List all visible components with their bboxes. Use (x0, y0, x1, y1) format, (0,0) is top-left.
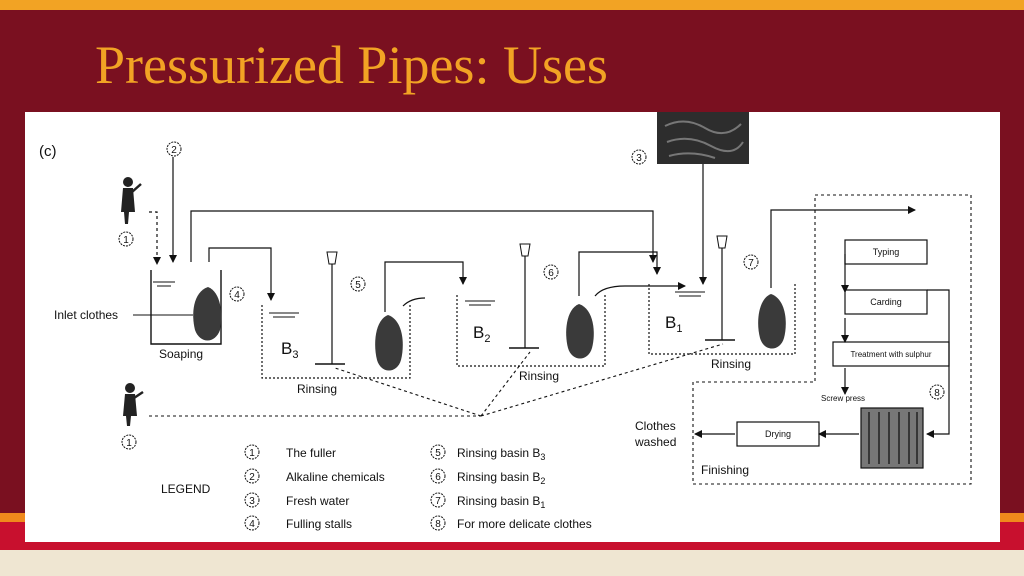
basin-b3-label: B3 (281, 339, 298, 361)
svg-text:Alkaline chemicals: Alkaline chemicals (286, 470, 385, 484)
legend-title: LEGEND (161, 482, 211, 496)
finishing-enclosure (692, 194, 972, 485)
marker-1-bottom: 1 (121, 434, 137, 450)
clothes-washed-label-line2: washed (634, 435, 676, 449)
typing-label: Typing (873, 247, 900, 257)
svg-text:Fulling stalls: Fulling stalls (286, 517, 352, 531)
svg-text:2: 2 (249, 472, 255, 483)
marker-8: 8 (929, 384, 945, 400)
screw-press-label: Screw press (821, 394, 865, 403)
legend-item-3: 3 Fresh water (244, 492, 349, 508)
svg-text:Rinsing basin B2: Rinsing basin B2 (457, 470, 545, 486)
typing-box (844, 239, 928, 265)
svg-text:5: 5 (355, 280, 361, 291)
svg-text:3: 3 (636, 153, 642, 164)
marker-5: 5 (350, 276, 366, 292)
svg-text:For more delicate clothes: For more delicate clothes (457, 517, 592, 531)
marker-2: 2 (166, 141, 182, 157)
sulphur-label: Treatment with sulphur (850, 350, 931, 359)
svg-text:1: 1 (123, 235, 129, 246)
svg-text:4: 4 (234, 290, 240, 301)
legend-item-5: 5 Rinsing basin B3 (430, 444, 545, 462)
svg-text:4: 4 (249, 519, 255, 530)
marker-4: 4 (229, 286, 245, 302)
svg-text:1: 1 (249, 448, 255, 459)
svg-text:5: 5 (435, 448, 441, 459)
marker-7: 7 (743, 254, 759, 270)
flow-lines (149, 157, 950, 438)
legend-item-1: 1 The fuller (244, 444, 336, 460)
screw-press-texture (868, 412, 918, 464)
svg-text:2: 2 (171, 145, 177, 156)
svg-text:6: 6 (548, 268, 554, 279)
svg-text:1: 1 (126, 438, 132, 449)
panel-label: (c) (39, 143, 57, 160)
marker-6: 6 (543, 264, 559, 280)
rinsing-tank-b1 (648, 235, 796, 355)
legend-item-7: 7 Rinsing basin B1 (430, 492, 545, 510)
bottom-band (0, 550, 1024, 576)
fulling-process-diagram: (c) (39, 112, 972, 531)
soaping-tank (150, 270, 222, 345)
legend-item-8: 8 For more delicate clothes (430, 515, 592, 531)
svg-text:7: 7 (435, 496, 441, 507)
finishing-label: Finishing (701, 463, 749, 477)
carding-box (844, 289, 928, 315)
svg-text:3: 3 (249, 496, 255, 507)
fuller-connector-lines (149, 343, 724, 417)
svg-text:6: 6 (435, 472, 441, 483)
svg-text:Rinsing basin B3: Rinsing basin B3 (457, 446, 545, 462)
rinsing-label-b3: Rinsing (297, 382, 337, 396)
fuller-figure-top (121, 177, 142, 224)
basin-b1-label: B1 (665, 313, 682, 335)
clothes-washed-label-line1: Clothes (635, 419, 676, 433)
svg-text:8: 8 (934, 388, 940, 399)
drying-box (736, 421, 820, 447)
carding-label: Carding (870, 297, 902, 307)
fuller-figure-bottom (123, 383, 144, 426)
sulphur-box (832, 341, 950, 367)
svg-text:8: 8 (435, 519, 441, 530)
rinsing-label-b1: Rinsing (711, 357, 751, 371)
legend-item-4: 4 Fulling stalls (244, 515, 352, 531)
svg-text:Fresh water: Fresh water (286, 494, 349, 508)
soaping-label: Soaping (159, 347, 203, 361)
rinsing-tank-b2 (456, 243, 606, 367)
slide-title: Pressurized Pipes: Uses (95, 35, 608, 95)
marker-3: 3 (631, 149, 647, 165)
rinsing-tank-b3 (261, 251, 411, 379)
svg-text:The fuller: The fuller (286, 446, 336, 460)
fresh-water-texture (664, 120, 744, 159)
basin-b2-label: B2 (473, 323, 490, 345)
diagram-panel: (c) (25, 112, 1000, 542)
rinsing-label-b2: Rinsing (519, 369, 559, 383)
legend-item-6: 6 Rinsing basin B2 (430, 468, 545, 486)
svg-text:7: 7 (748, 258, 754, 269)
legend-item-2: 2 Alkaline chemicals (244, 468, 385, 484)
inlet-clothes-label: Inlet clothes (54, 308, 118, 322)
top-accent-stripe (0, 0, 1024, 10)
drying-label: Drying (765, 429, 791, 439)
screw-press-image (860, 407, 924, 469)
svg-text:Rinsing basin B1: Rinsing basin B1 (457, 494, 545, 510)
marker-1-top: 1 (118, 231, 134, 247)
